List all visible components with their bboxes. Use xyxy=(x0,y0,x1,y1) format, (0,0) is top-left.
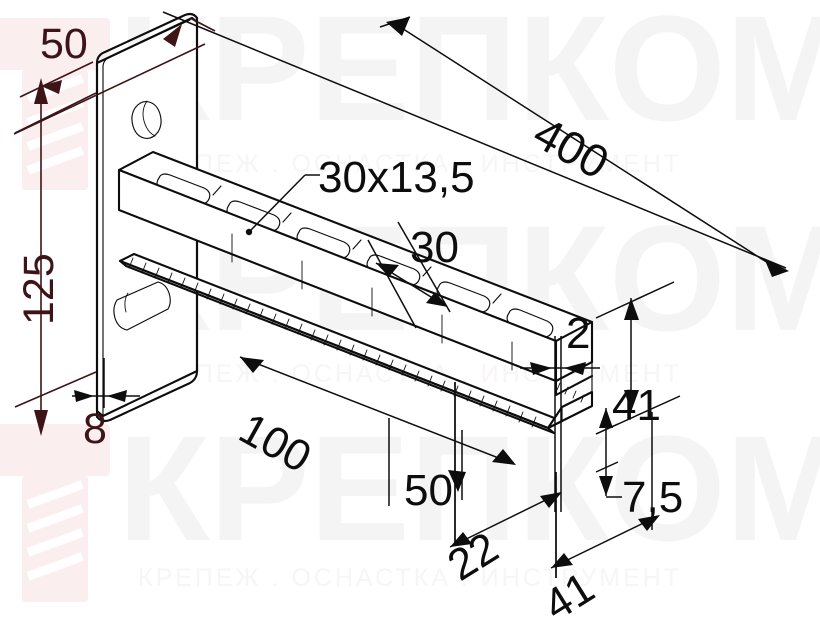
dim-label-2: 2 xyxy=(566,309,590,358)
plate-slot-lower xyxy=(113,281,171,331)
bolt-icon-lower xyxy=(0,424,110,602)
dim-label-50: 50 xyxy=(40,20,88,68)
dim-label-50: 50 xyxy=(404,466,453,515)
serration-teeth xyxy=(128,257,537,428)
dim-height-125: 125 xyxy=(14,78,97,436)
dim-label-125: 125 xyxy=(15,253,63,325)
watermark-tagline-1: КРЕПЕЖ . ОСНАСТКА . ИНСТРУМЕНТ xyxy=(138,150,682,178)
dim-thickness-2: 2 xyxy=(520,309,600,512)
dim-label-30x13-5: 30x13,5 xyxy=(318,153,475,202)
dim-slot-callout: 30x13,5 xyxy=(245,153,475,236)
dim-label-30: 30 xyxy=(410,223,459,272)
bracket-geometry xyxy=(95,12,594,435)
dim-label-41-top: 41 xyxy=(612,381,661,430)
dim-slot-pitch-30: 30 xyxy=(367,221,459,329)
watermark-brand-top: КРЕПКОМ xyxy=(118,0,820,152)
channel-bottom-flange xyxy=(118,252,564,435)
dim-label-8: 8 xyxy=(83,405,107,453)
plate-slot-upper xyxy=(131,100,162,139)
construction-lines xyxy=(231,233,513,371)
watermark-layer: КРЕПКОМ КРЕПКОМ КРЕПКОМ КРЕПЕЖ . ОСНАСТК… xyxy=(0,0,820,602)
channel-end-profile xyxy=(546,320,594,430)
dim-thickness-8: 8 xyxy=(72,355,140,453)
dim-width-50: 50 xyxy=(13,17,216,135)
watermark-tagline-3: КРЕПЕЖ . ОСНАСТКА . ИНСТРУМЕНТ xyxy=(138,564,682,592)
